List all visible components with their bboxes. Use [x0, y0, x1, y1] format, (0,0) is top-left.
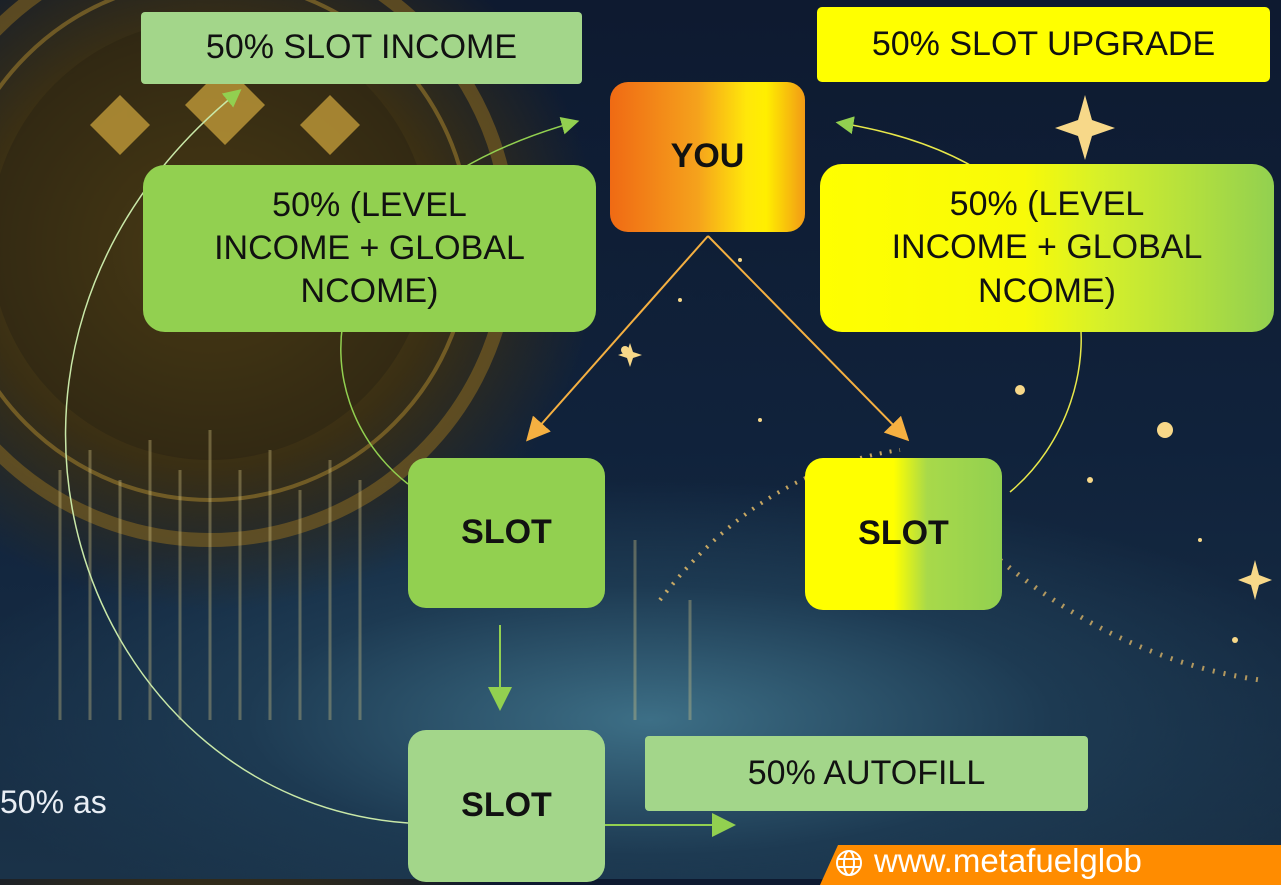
slot-upgrade-label: 50% SLOT UPGRADE [817, 7, 1270, 82]
slot-right-node: SLOT [805, 458, 1002, 610]
right-level-line-3: NCOME) [978, 271, 1116, 310]
slot-income-text: 50% SLOT INCOME [205, 28, 518, 67]
globe-icon [836, 850, 862, 876]
curve-slot-bottom-to-income [64, 89, 409, 824]
right-level-line-1: 50% (LEVEL [949, 185, 1145, 224]
slot-bottom-text: SLOT [461, 786, 552, 825]
you-node: YOU [610, 82, 805, 232]
arrow-you-to-slot-left [526, 235, 709, 442]
slot-left-text: SLOT [461, 513, 552, 552]
left-level-line-3: NCOME) [300, 272, 439, 311]
slot-left-node: SLOT [408, 458, 605, 608]
partial-caption: 50% as [0, 784, 107, 820]
left-level-line-2: INCOME + GLOBAL [214, 228, 525, 267]
slot-upgrade-text: 50% SLOT UPGRADE [871, 24, 1216, 63]
autofill-label: 50% AUTOFILL [645, 736, 1088, 811]
left-level-line-1: 50% (LEVEL [272, 185, 467, 224]
footer-url-text[interactable]: www.metafuelglob [874, 845, 1142, 879]
footer-url-banner[interactable]: www.metafuelglob [820, 845, 1281, 885]
arrow-you-to-slot-right [707, 235, 910, 442]
autofill-text: 50% AUTOFILL [747, 753, 986, 792]
slot-bottom-node: SLOT [408, 730, 605, 882]
left-level-income-box: 50% (LEVEL INCOME + GLOBAL NCOME) [143, 165, 596, 332]
right-level-line-2: INCOME + GLOBAL [891, 228, 1203, 267]
slot-income-label: 50% SLOT INCOME [141, 12, 582, 84]
you-node-text: YOU [670, 137, 745, 176]
slot-right-text: SLOT [858, 514, 949, 553]
right-level-income-box: 50% (LEVEL INCOME + GLOBAL NCOME) [820, 164, 1274, 332]
